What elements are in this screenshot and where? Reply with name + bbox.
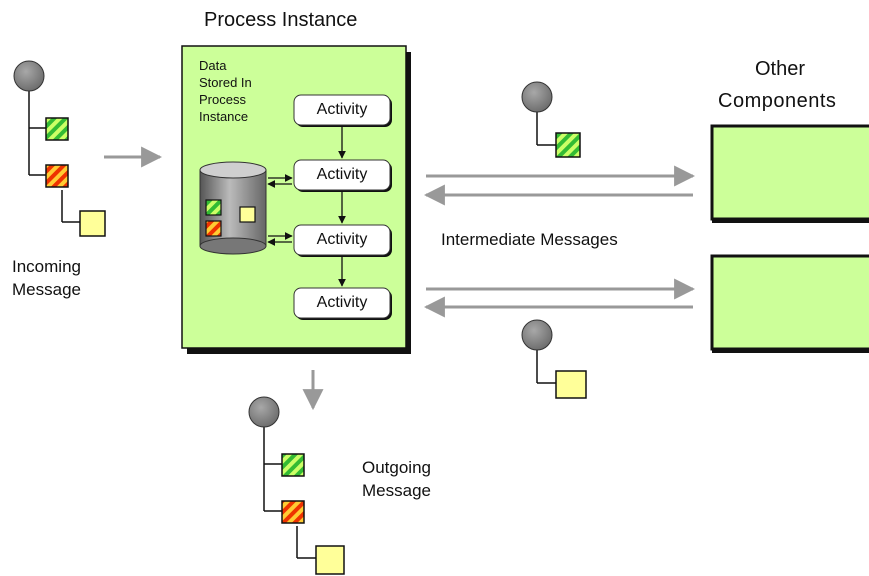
intermediate-message-top-icon	[521, 81, 581, 158]
data-note-line-3: Process	[199, 92, 246, 107]
data-note: Data Stored In Process Instance	[199, 57, 252, 125]
other-component-box-1	[710, 124, 869, 223]
data-note-line-2: Stored In	[199, 75, 252, 90]
intermediate-messages-label: Intermediate Messages	[441, 230, 618, 249]
outgoing-label-line-2: Message	[362, 481, 431, 500]
outgoing-label-line-1: Outgoing	[362, 458, 431, 477]
incoming-label-line-1: Incoming	[12, 257, 81, 276]
intermediate-message-bottom-icon	[521, 319, 587, 399]
activity-flow-arrows	[267, 126, 346, 287]
activity-box-2	[293, 159, 392, 192]
incoming-message-icon	[13, 60, 106, 237]
activity-box-1	[293, 94, 392, 127]
intermediate-arrows	[423, 165, 696, 318]
activity-label-1: Activity	[316, 101, 368, 118]
database-icon	[199, 161, 267, 255]
incoming-label-line-2: Message	[12, 280, 81, 299]
process-instance-title: Process Instance	[204, 9, 358, 31]
activity-box-4	[293, 287, 392, 320]
data-note-line-1: Data	[199, 58, 227, 73]
other-components-title-line-1: Other	[755, 58, 806, 80]
data-note-line-4: Instance	[199, 109, 249, 124]
incoming-message-label: Incoming Message	[12, 255, 81, 301]
activity-box-3	[293, 224, 392, 257]
outgoing-message-icon	[248, 396, 345, 575]
activity-label-2: Activity	[316, 166, 368, 183]
activity-label-4: Activity	[316, 294, 368, 311]
activity-label-3: Activity	[316, 231, 368, 248]
other-components-title-line-2: Components	[718, 90, 837, 112]
outgoing-message-label: Outgoing Message	[362, 456, 431, 502]
other-component-box-2	[710, 254, 869, 353]
